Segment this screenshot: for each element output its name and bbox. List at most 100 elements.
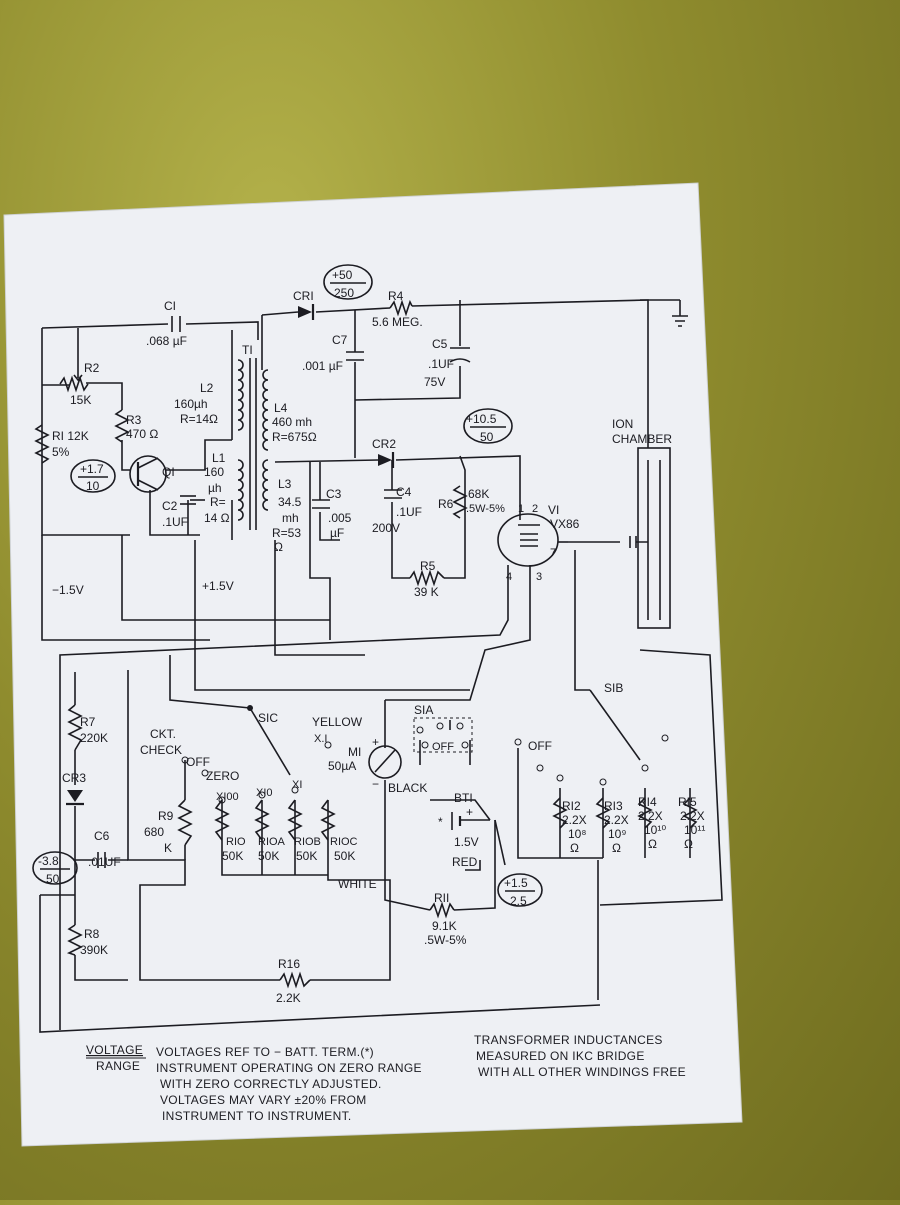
c7-value: .001 µF <box>302 359 343 373</box>
r13-v1: 2.2X <box>604 813 629 827</box>
s1c-label: SIC <box>258 711 278 725</box>
r3-resistor <box>114 409 130 443</box>
l3-res1: R=53 <box>272 526 301 540</box>
r4-resistor <box>389 299 413 317</box>
switch-zero-label: ZERO <box>206 769 239 783</box>
r8-ref: R8 <box>84 927 100 941</box>
v1-type: VX86 <box>550 517 580 531</box>
r2-ref: R2 <box>84 361 100 375</box>
legend-key-range: RANGE <box>96 1059 140 1073</box>
r6-rating: .5W-5% <box>466 503 505 515</box>
l1-res1: R= <box>210 495 226 509</box>
r7-ref: R7 <box>80 715 96 729</box>
r8-resistor <box>66 924 83 956</box>
c7-ref: C7 <box>332 333 348 347</box>
v1-pin4: 4 <box>506 571 512 583</box>
voltage-v1-bottom: 50 <box>480 430 494 444</box>
ion-chamber-label-2: CHAMBER <box>612 432 672 446</box>
voltage-markers <box>32 264 543 907</box>
r7-value: 220K <box>80 731 108 745</box>
l2-value: 160µh <box>174 397 208 411</box>
l3-value1: 34.5 <box>278 495 302 509</box>
r12-v2: 10⁸ <box>568 827 586 841</box>
l4-ref: L4 <box>274 401 288 415</box>
c5-value: .1UF <box>428 357 454 371</box>
r2-wiper-arrow <box>73 372 83 382</box>
voltage-q1-top: +1.7 <box>80 462 104 476</box>
bt1-battery <box>451 812 490 830</box>
r11-resistor <box>429 901 455 919</box>
c4-voltage: 200V <box>372 521 400 535</box>
m1-ref: MI <box>348 745 361 759</box>
r2-value: 15K <box>70 393 91 407</box>
legend-line-1: VOLTAGES REF TO − BATT. TERM.(*) <box>156 1045 374 1059</box>
r8-value: 390K <box>80 943 108 957</box>
voltage-bt1-top: +1.5 <box>504 876 528 890</box>
v1-pin3: 3 <box>536 571 542 583</box>
bt1-ref: BTI <box>454 791 473 805</box>
m1-plus: + <box>372 735 379 749</box>
r4-value: 5.6 MEG. <box>372 315 423 329</box>
voltage-marker-dividers <box>40 282 535 892</box>
s1a-label: SIA <box>414 703 433 717</box>
r5-ref: R5 <box>420 559 436 573</box>
cr2-diode <box>378 452 395 468</box>
v1-pin1: 1 <box>518 503 524 515</box>
r5-resistor <box>409 569 445 587</box>
voltage-cr1-top: +50 <box>332 268 353 282</box>
l3-ref: L3 <box>278 477 292 491</box>
v1-pin7: 7 <box>550 547 556 559</box>
supply-plus-label: +1.5V <box>202 579 234 593</box>
t1-ref: TI <box>242 343 253 357</box>
bt1-plus: + <box>466 805 473 819</box>
legend-line-5: INSTRUMENT TO INSTRUMENT. <box>162 1109 352 1123</box>
r10-ref: RIO <box>226 836 246 848</box>
r9-value1: 680 <box>144 825 164 839</box>
r12-unit: Ω <box>570 841 579 855</box>
l3-res2: Ω <box>274 540 283 554</box>
cr2-ref: CR2 <box>372 437 396 451</box>
r13-ref: RI3 <box>604 799 623 813</box>
bt1-value: 1.5V <box>454 835 479 849</box>
v1-ref: VI <box>548 503 559 517</box>
wire-yellow-label: YELLOW <box>312 715 363 729</box>
r10a-ref: RIOA <box>258 836 286 848</box>
c6-ref: C6 <box>94 829 110 843</box>
cr3-diode <box>66 790 84 806</box>
s1b-off-label: OFF <box>528 739 552 753</box>
s1a-switch-contacts <box>413 717 473 753</box>
v1-electrometer-tube <box>497 513 568 567</box>
cr1-diode <box>298 304 315 320</box>
r10-value: 50K <box>222 849 243 863</box>
q1-transistor <box>129 455 167 493</box>
cr3-ref: CR3 <box>62 771 86 785</box>
l1-res2: 14 Ω <box>204 511 230 525</box>
c3-capacitor <box>312 499 330 509</box>
r16-resistor <box>279 971 311 989</box>
r15-ref: RI5 <box>678 795 697 809</box>
r13-unit: Ω <box>612 841 621 855</box>
c5-capacitor <box>449 347 471 363</box>
t1-transformer <box>237 358 269 530</box>
r10b-value: 50K <box>296 849 317 863</box>
c3-ref: C3 <box>326 487 342 501</box>
s1b-switch-contacts <box>514 734 669 786</box>
l4-value: 460 mh <box>272 415 312 429</box>
r14-ref: RI4 <box>638 795 657 809</box>
r7-resistor <box>67 704 83 751</box>
c7-capacitor <box>346 351 364 361</box>
m1-meter <box>368 745 402 779</box>
c5-voltage: 75V <box>424 375 445 389</box>
voltage-cr1-bottom: 250 <box>334 286 354 300</box>
wire-red-label: RED <box>452 855 478 869</box>
c4-ref: C4 <box>396 485 412 499</box>
c4-value: .1UF <box>396 505 422 519</box>
ckt-check-label-2: CHECK <box>140 743 182 757</box>
r5-value: 39 K <box>414 585 439 599</box>
r12-ref: RI2 <box>562 799 581 813</box>
voltage-q1-bottom: 10 <box>86 479 100 493</box>
x100-label: XI00 <box>216 791 239 803</box>
legend-key-voltage: VOLTAGE <box>86 1043 143 1057</box>
r6-ref: R6 <box>438 497 454 511</box>
